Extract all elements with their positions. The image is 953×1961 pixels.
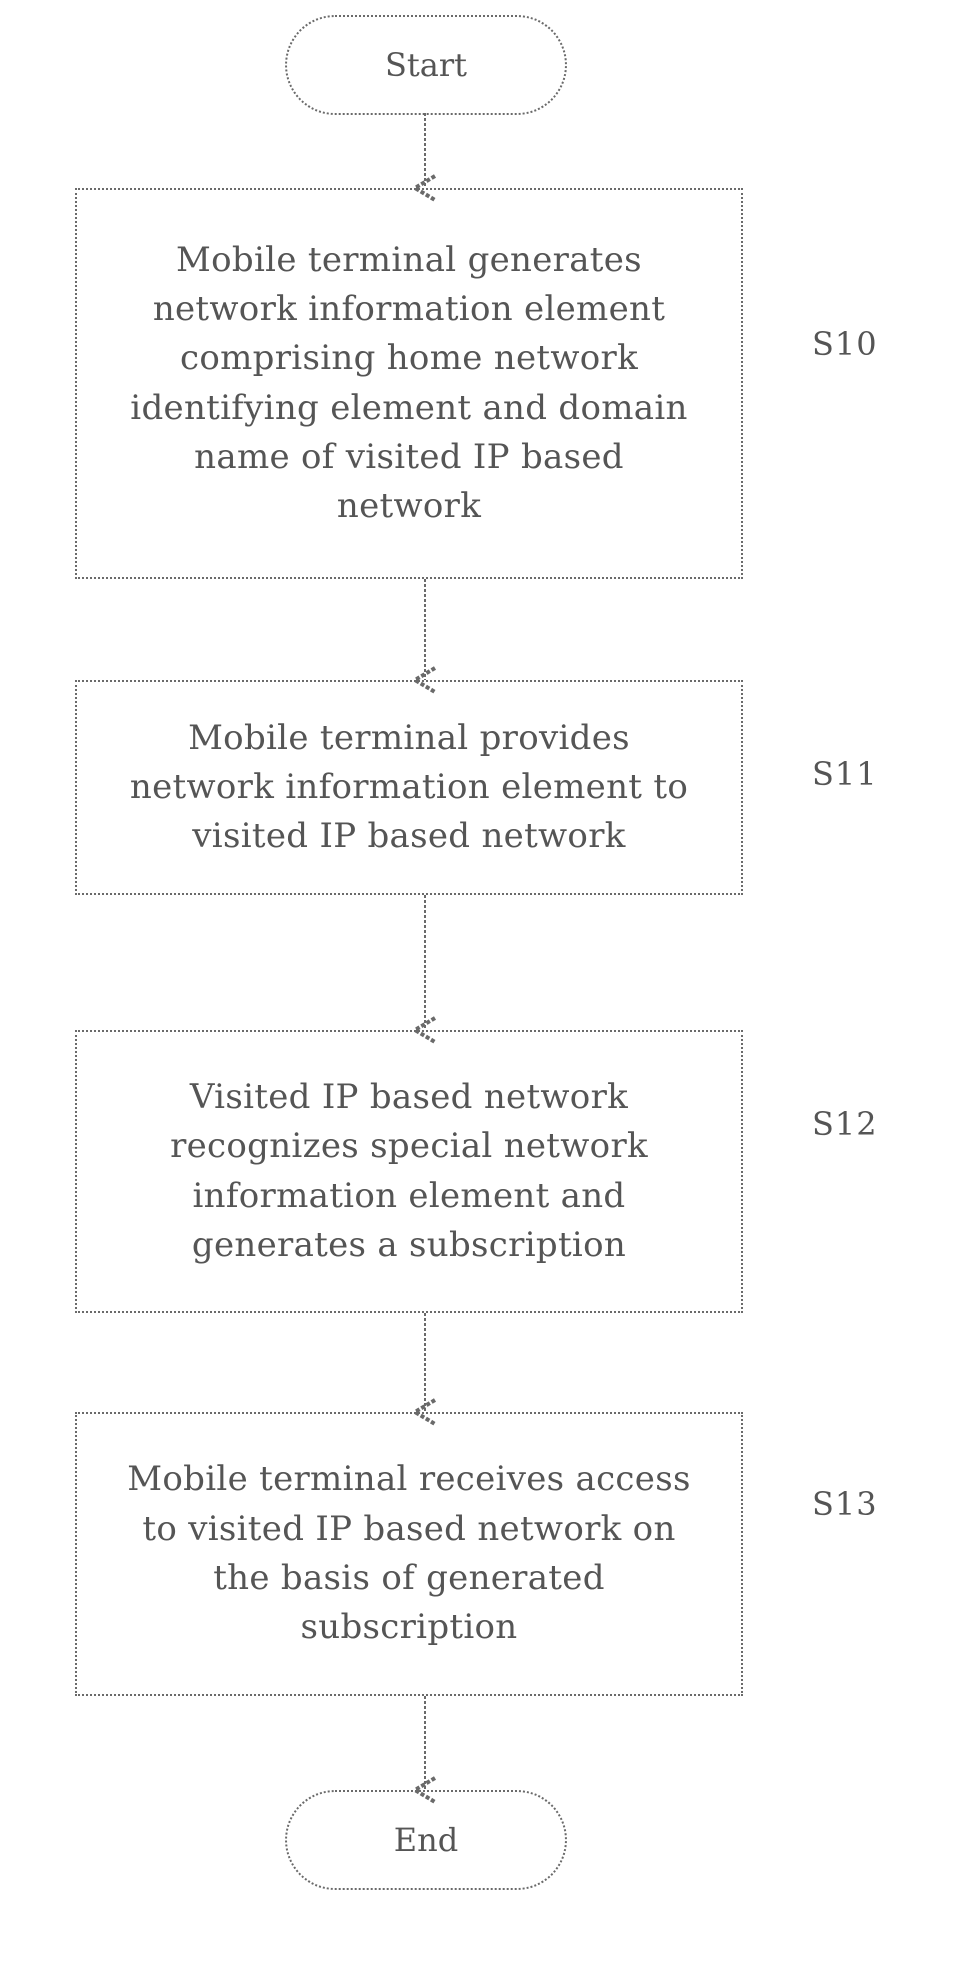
- step-label-s11: S11: [812, 755, 878, 793]
- step-text-s13: Mobile terminal receives access to visit…: [103, 1455, 714, 1652]
- step-box-s11: Mobile terminal provides network informa…: [75, 680, 743, 895]
- step-box-s10: Mobile terminal generates network inform…: [75, 188, 743, 579]
- step-text-s12: Visited IP based network recognizes spec…: [146, 1073, 672, 1270]
- step-text-s11: Mobile terminal provides network informa…: [106, 714, 712, 862]
- step-text-s10: Mobile terminal generates network inform…: [106, 236, 711, 532]
- start-terminal: Start: [285, 15, 567, 115]
- end-label: End: [394, 1821, 458, 1859]
- step-box-s12: Visited IP based network recognizes spec…: [75, 1030, 743, 1313]
- step-label-s12: S12: [812, 1105, 878, 1143]
- step-label-s13: S13: [812, 1485, 878, 1523]
- step-box-s13: Mobile terminal receives access to visit…: [75, 1412, 743, 1696]
- start-label: Start: [385, 46, 467, 84]
- step-label-s10: S10: [812, 325, 878, 363]
- end-terminal: End: [285, 1790, 567, 1890]
